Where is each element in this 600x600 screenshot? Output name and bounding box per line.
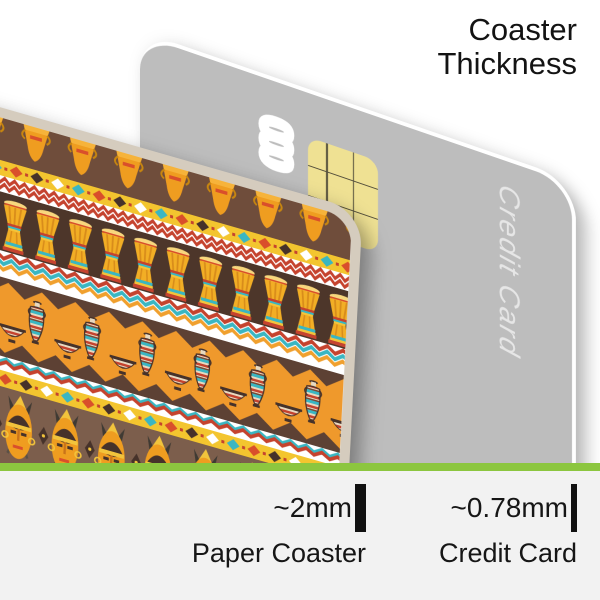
coaster-pattern bbox=[0, 107, 353, 463]
title-line-2: Thickness bbox=[437, 46, 577, 81]
card-side-label: Credit Card bbox=[493, 180, 525, 362]
comparison-scene: 000 Credit Card bbox=[0, 31, 576, 463]
baseline-divider bbox=[0, 463, 600, 471]
card-thickness-bar bbox=[571, 484, 577, 532]
title-line-1: Coaster bbox=[468, 12, 577, 47]
coaster-measurement-label: Paper Coaster bbox=[191, 538, 366, 568]
card-measurement: ~0.78mm Credit Card bbox=[439, 484, 577, 569]
paper-coaster bbox=[0, 98, 363, 463]
coaster-thickness-value: ~2mm bbox=[273, 492, 352, 523]
card-thickness-value: ~0.78mm bbox=[450, 492, 569, 523]
coaster-measurement: ~2mm Paper Coaster bbox=[192, 484, 366, 569]
card-measurement-label: Credit Card bbox=[438, 538, 577, 568]
chip-grid-line bbox=[308, 164, 378, 191]
lower-panel bbox=[0, 471, 600, 600]
page-title: Coaster Thickness bbox=[437, 13, 577, 81]
coaster-thickness-bar bbox=[355, 484, 366, 532]
card-number: 000 bbox=[250, 107, 303, 172]
